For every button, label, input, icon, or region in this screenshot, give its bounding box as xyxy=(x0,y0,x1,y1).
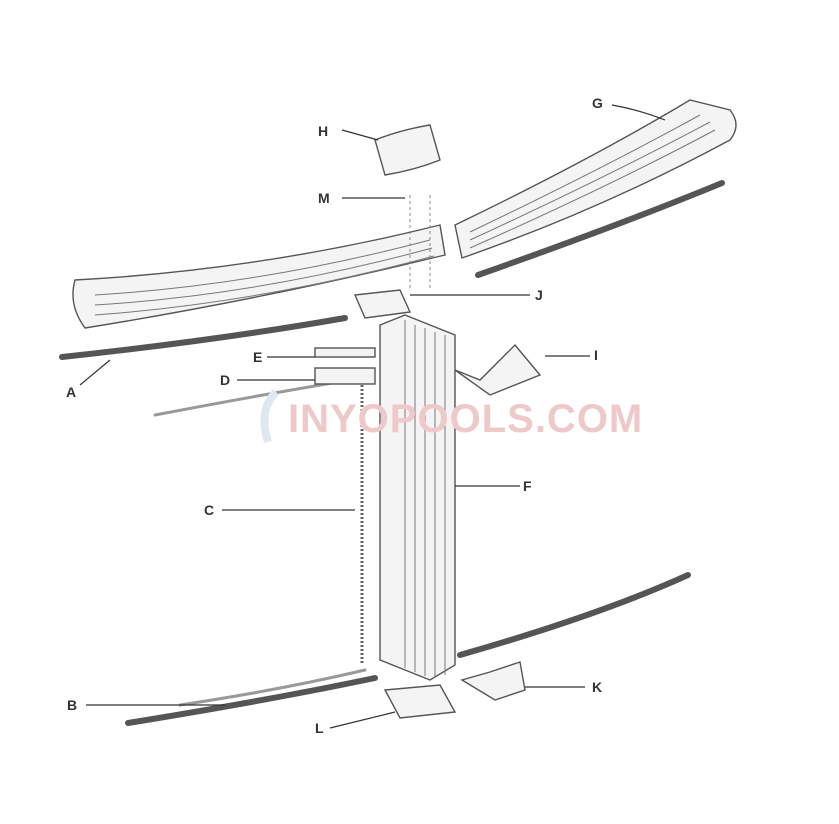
top-rail-left xyxy=(72,224,446,329)
label-k: K xyxy=(592,679,602,695)
label-c: C xyxy=(204,502,214,518)
bottom-boot-k xyxy=(460,661,526,701)
label-i: I xyxy=(594,347,598,363)
label-a: A xyxy=(66,384,76,400)
watermark-logo: INYOPOOLS.COM xyxy=(260,389,643,444)
label-l: L xyxy=(315,720,324,736)
part-e xyxy=(314,347,376,358)
rail-strip-a xyxy=(59,315,348,360)
label-j: J xyxy=(535,287,543,303)
label-g: G xyxy=(592,95,603,111)
bottom-rail-right xyxy=(457,572,691,658)
upright-cap-i xyxy=(454,343,542,396)
wall-bottom xyxy=(178,668,367,707)
label-h: H xyxy=(318,123,328,139)
top-plate-j xyxy=(353,289,412,319)
bottom-rail-b xyxy=(125,675,378,726)
top-rail-right xyxy=(454,99,737,259)
bolt-m xyxy=(409,195,431,290)
upright-f xyxy=(379,314,456,681)
top-rail-strip-right xyxy=(475,180,725,278)
bottom-plate-l xyxy=(383,684,457,719)
label-m: M xyxy=(318,190,330,206)
label-b: B xyxy=(67,697,77,713)
label-e: E xyxy=(253,349,262,365)
part-d xyxy=(314,367,376,385)
label-d: D xyxy=(220,372,230,388)
label-f: F xyxy=(523,478,532,494)
watermark-text: INYOPOOLS.COM xyxy=(288,397,643,441)
watermark-swoosh xyxy=(260,389,279,444)
top-cap-h xyxy=(374,124,441,176)
